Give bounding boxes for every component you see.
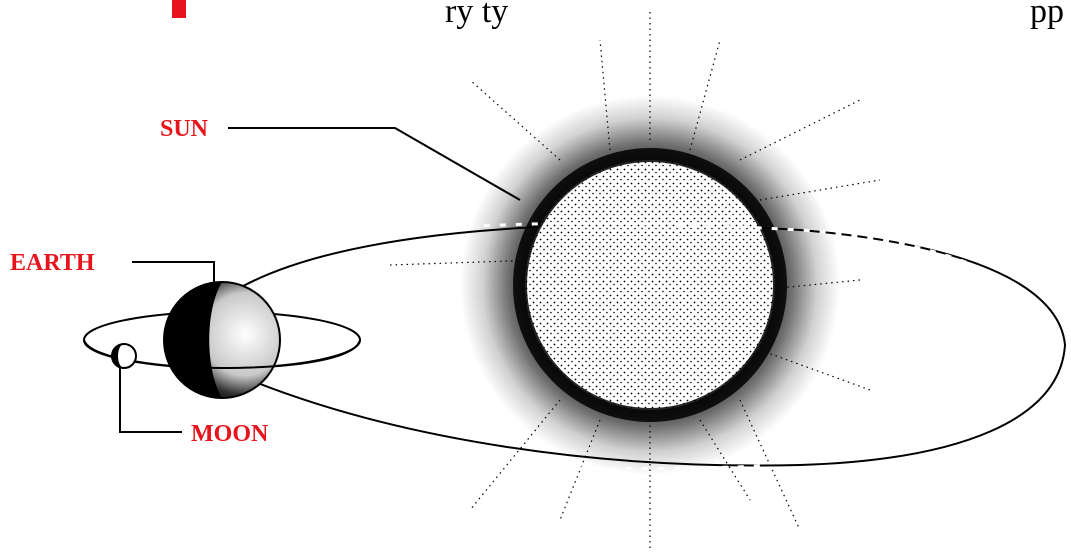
sun-disc <box>525 160 775 410</box>
earth-night-side <box>164 282 222 398</box>
moon-leader-line <box>119 368 182 433</box>
header-red-mark <box>172 0 186 18</box>
earth-leader-line <box>132 261 215 285</box>
sun-limb <box>513 148 787 422</box>
orbit-dash-front <box>419 221 981 270</box>
sun-label: SUN <box>160 116 209 142</box>
moon-label: MOON <box>191 421 269 447</box>
sun-leader-line <box>228 127 521 201</box>
moon-shade <box>112 344 124 368</box>
header-fragment: ry ty <box>445 0 508 30</box>
moon-orbit-front <box>83 339 361 370</box>
earth-label: EARTH <box>10 250 95 276</box>
header-fragment-right: pp <box>1030 0 1064 30</box>
earth-orbit <box>219 223 1067 467</box>
